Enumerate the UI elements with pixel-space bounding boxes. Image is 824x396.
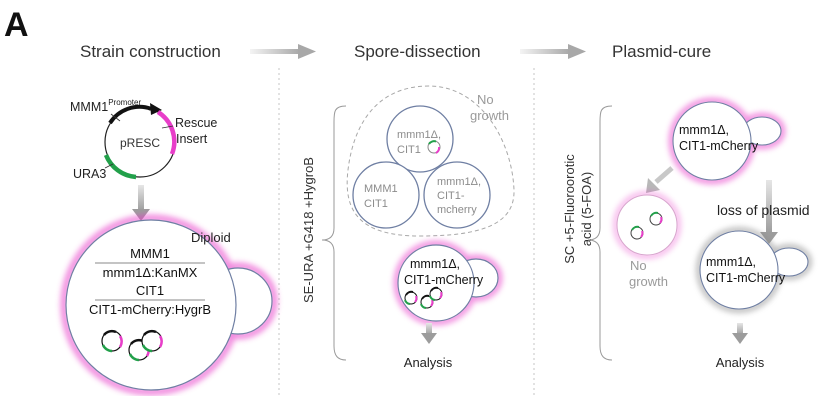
promoter-label: MMM1Promoter	[70, 98, 141, 114]
stage-arrow-1	[250, 44, 316, 59]
selected-spore-line2: CIT1-mCherry	[404, 273, 484, 287]
spore-right	[423, 161, 491, 229]
cured-cell	[696, 227, 812, 313]
spore-left	[352, 161, 420, 229]
cure-cell-line1: mmm1Δ,	[679, 123, 729, 137]
stage-title-strain-construction: Strain construction	[80, 42, 221, 61]
arrow-loss-of-plasmid	[760, 180, 778, 244]
spore-right-line1: mmm1Δ,	[437, 176, 481, 188]
diploid-allele1-top: MMM1	[130, 246, 170, 261]
selected-spore-cell	[393, 240, 503, 326]
down-arrow-cure	[732, 323, 748, 344]
down-arrow-construction	[132, 185, 150, 221]
down-arrow-dissection	[421, 323, 437, 344]
plasmid-name: pRESC	[120, 136, 160, 150]
cure-start-cell	[668, 97, 786, 185]
cure-no-growth-2: growth	[629, 274, 668, 289]
cure-analysis-label: Analysis	[716, 355, 765, 370]
no-growth-enclosure	[346, 85, 515, 237]
spore-right-line2: CIT1-	[437, 190, 465, 202]
ura3-label: URA3	[73, 167, 106, 181]
cure-no-growth-cell	[613, 191, 681, 259]
spore-top-line1: mmm1Δ,	[397, 129, 441, 141]
diploid-allele2-bottom: CIT1-mCherry:HygrB	[89, 302, 211, 317]
loss-of-plasmid-label: loss of plasmid	[717, 202, 810, 218]
panel-label: A	[4, 6, 29, 44]
spore-top-line2: CIT1	[397, 144, 421, 156]
selected-spore-line1: mmm1Δ,	[410, 257, 460, 271]
cure-cell-line2: CIT1-mCherry	[679, 139, 759, 153]
diploid-allele1-bottom: mmm1Δ:KanMX	[103, 265, 198, 280]
spore-left-line2: CIT1	[364, 198, 388, 210]
spore-left-line1: MMM1	[364, 183, 398, 195]
diploid-cell	[60, 214, 278, 396]
stage-title-spore-dissection: Spore-dissection	[354, 42, 481, 61]
cured-cell-line2: CIT1-mCherry	[706, 271, 786, 285]
spore-top	[386, 105, 454, 173]
stage-arrow-2	[520, 44, 586, 59]
spore-right-line3: mcherry	[437, 204, 477, 216]
cured-cell-line1: mmm1Δ,	[706, 255, 756, 269]
cure-brace	[587, 105, 613, 361]
arrow-to-no-growth	[646, 166, 674, 193]
rescue-insert-label-1: Rescue	[175, 116, 217, 130]
dissection-no-growth-2: growth	[470, 108, 509, 123]
rescue-insert-label-2: Insert	[176, 132, 208, 146]
stage-title-plasmid-cure: Plasmid-cure	[612, 42, 711, 61]
cure-medium-line1: SC +5-Fluoroorotic	[562, 154, 577, 264]
dissection-no-growth-1: No	[477, 92, 494, 107]
plasmid-map	[103, 103, 177, 180]
diploid-allele2-top: CIT1	[136, 283, 164, 298]
cure-no-growth-1: No	[630, 258, 647, 273]
dissection-analysis-label: Analysis	[404, 355, 453, 370]
dissection-brace	[321, 105, 347, 361]
promoter-label-base: MMM1	[70, 100, 108, 114]
promoter-label-sup: Promoter	[108, 98, 141, 107]
cure-medium-line2: acid (5-FOA)	[579, 172, 594, 246]
diploid-label: Diploid	[191, 230, 231, 245]
dissection-medium-label: SE-URA +G418 +HygroB	[301, 157, 316, 303]
